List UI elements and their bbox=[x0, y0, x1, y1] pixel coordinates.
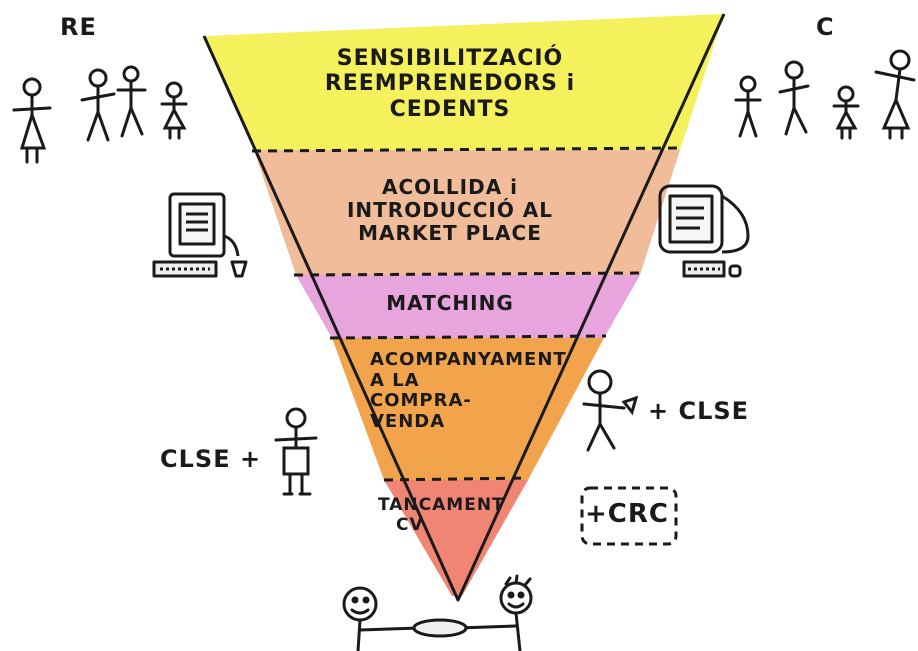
divider-2 bbox=[293, 271, 643, 277]
right-people-group bbox=[734, 49, 916, 140]
funnel bbox=[202, 13, 726, 602]
stage-1-line-1: SENSIBILITZACIÓ bbox=[336, 46, 564, 71]
stage-4-line-4: VENDA bbox=[370, 411, 446, 433]
stage-2-line-3: MARKET PLACE bbox=[358, 221, 542, 245]
stage-5-line-2: CV bbox=[396, 514, 424, 535]
stage-3-label: MATCHING bbox=[360, 292, 540, 315]
stage-1-band bbox=[204, 14, 724, 150]
stage-5-label: TANCAMENT CV bbox=[378, 495, 528, 535]
stage-2-line-2: INTRODUCCIÓ AL bbox=[346, 198, 554, 222]
left-computer-icon bbox=[152, 192, 248, 278]
stage-4-band bbox=[332, 338, 604, 480]
right-advisor-figure bbox=[582, 369, 639, 452]
divider-4 bbox=[383, 476, 529, 482]
left-advisor-label: CLSE + bbox=[160, 445, 262, 473]
stage-1-label: SENSIBILITZACIÓ REEMPRENEDORS i CEDENTS bbox=[300, 46, 600, 122]
stage-4-line-1: ACOMPANYAMENT bbox=[370, 349, 567, 370]
crc-box bbox=[580, 486, 678, 546]
stage-2-band bbox=[254, 150, 680, 275]
divider-1 bbox=[251, 146, 683, 153]
left-advisor-figure bbox=[274, 407, 318, 496]
handshake-figures bbox=[342, 574, 533, 651]
stage-5-line-1: TANCAMENT bbox=[378, 495, 505, 515]
stage-4-line-3: COMPRA- bbox=[370, 390, 472, 412]
left-group-label: RE bbox=[60, 13, 97, 41]
right-group-label: C bbox=[816, 13, 835, 41]
divider-3 bbox=[329, 334, 607, 340]
stage-5-band bbox=[384, 480, 528, 596]
right-advisor-label: + CLSE bbox=[648, 397, 750, 425]
stage-2-line-1: ACOLLIDA i bbox=[382, 175, 518, 199]
stage-4-line-2: A LA bbox=[370, 369, 420, 391]
right-computer-icon bbox=[658, 184, 750, 278]
crc-label: +CRC bbox=[585, 499, 669, 529]
stage-3-line-1: MATCHING bbox=[386, 291, 514, 315]
funnel-outline bbox=[202, 13, 726, 602]
stage-1-line-3: CEDENTS bbox=[389, 96, 511, 122]
stage-1-line-2: REEMPRENEDORS i bbox=[324, 71, 576, 97]
stage-2-label: ACOLLIDA i INTRODUCCIÓ AL MARKET PLACE bbox=[325, 176, 575, 245]
stage-4-label: ACOMPANYAMENT A LA COMPRA- VENDA bbox=[370, 349, 567, 433]
stage-3-band bbox=[296, 275, 640, 338]
left-people-group bbox=[12, 65, 188, 164]
